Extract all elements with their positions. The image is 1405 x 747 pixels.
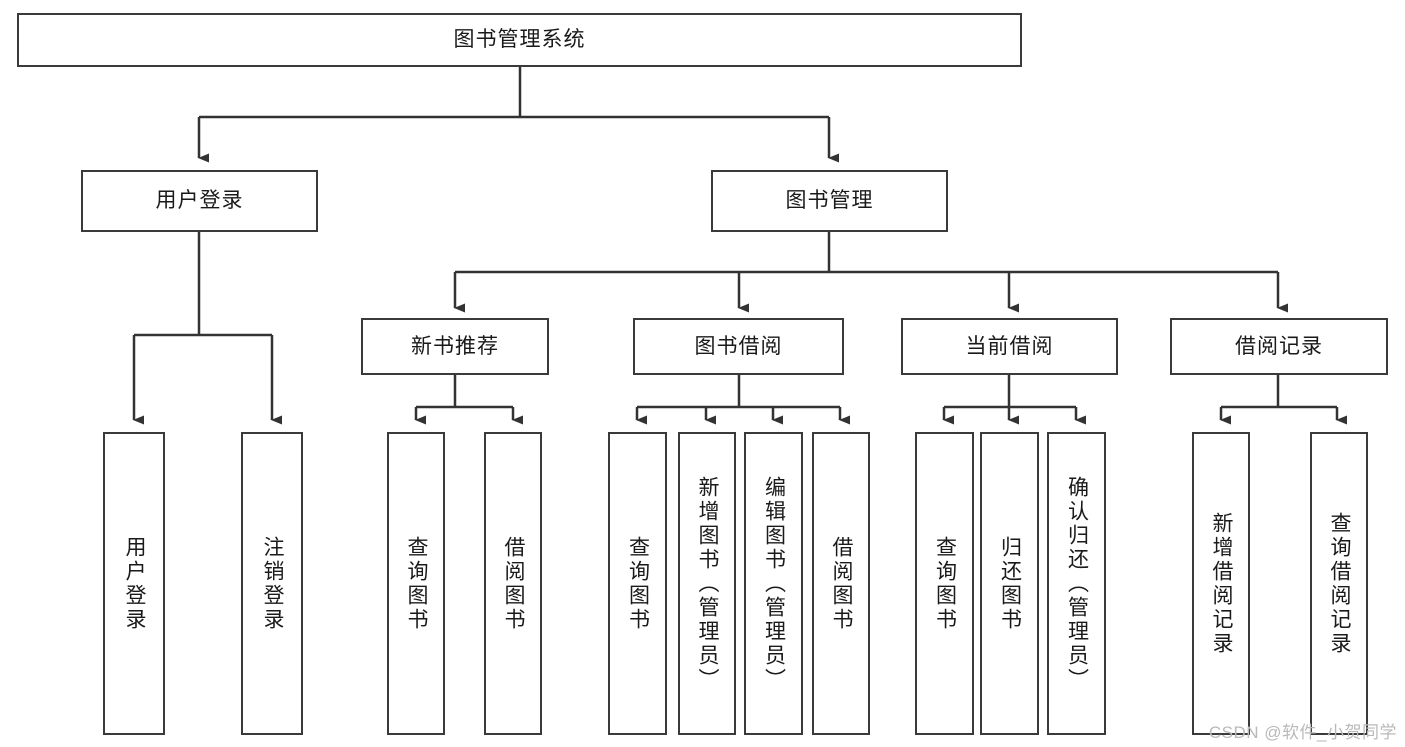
node-book-management[interactable]: 图书管理 (711, 170, 948, 232)
node-leaf-add-book[interactable]: 新增图书（管理员） (678, 432, 736, 735)
node-label: 新书推荐 (411, 334, 499, 358)
node-label: 图书管理 (785, 189, 874, 213)
node-label: 图书管理系统 (453, 28, 586, 52)
node-user-login[interactable]: 用户登录 (81, 170, 318, 232)
node-label: 借阅图书 (830, 535, 854, 632)
node-leaf-add-record[interactable]: 新增借阅记录 (1192, 432, 1250, 735)
node-leaf-logout-login[interactable]: 注销登录 (241, 432, 303, 735)
node-label: 当前借阅 (965, 334, 1054, 358)
node-leaf-confirm-return[interactable]: 确认归还（管理员） (1047, 432, 1106, 735)
node-new-book-recommend[interactable]: 新书推荐 (361, 318, 549, 375)
node-current-borrow[interactable]: 当前借阅 (901, 318, 1118, 375)
node-label: 编辑图书（管理员） (762, 475, 786, 692)
node-leaf-user-login[interactable]: 用户登录 (103, 432, 165, 735)
node-label: 新增借阅记录 (1210, 511, 1234, 656)
node-label: 查询图书 (933, 535, 957, 632)
node-leaf-borrow-book-2[interactable]: 借阅图书 (812, 432, 870, 735)
node-leaf-query-record[interactable]: 查询借阅记录 (1310, 432, 1368, 735)
node-leaf-query-book-3[interactable]: 查询图书 (915, 432, 974, 735)
node-label: 借阅记录 (1235, 334, 1323, 358)
node-borrow-record[interactable]: 借阅记录 (1170, 318, 1388, 375)
node-leaf-query-book-2[interactable]: 查询图书 (608, 432, 667, 735)
node-label: 注销登录 (261, 535, 285, 632)
node-leaf-borrow-book-1[interactable]: 借阅图书 (484, 432, 542, 735)
node-label: 新增图书（管理员） (696, 475, 720, 692)
node-label: 查询图书 (626, 535, 650, 632)
node-root-book-management-system[interactable]: 图书管理系统 (17, 13, 1022, 67)
node-leaf-edit-book[interactable]: 编辑图书（管理员） (744, 432, 803, 735)
node-label: 确认归还（管理员） (1065, 475, 1089, 692)
node-label: 借阅图书 (502, 535, 526, 632)
node-label: 归还图书 (998, 535, 1022, 632)
node-label: 查询图书 (405, 535, 429, 632)
node-leaf-return-book[interactable]: 归还图书 (980, 432, 1039, 735)
node-book-borrow[interactable]: 图书借阅 (633, 318, 844, 375)
csdn-watermark: CSDN @软件_小贺同学 (1208, 723, 1397, 742)
node-label: 图书借阅 (694, 334, 783, 358)
node-leaf-query-book-1[interactable]: 查询图书 (387, 432, 445, 735)
node-label: 用户登录 (123, 535, 147, 632)
node-label: 查询借阅记录 (1328, 511, 1352, 656)
node-label: 用户登录 (155, 189, 244, 213)
